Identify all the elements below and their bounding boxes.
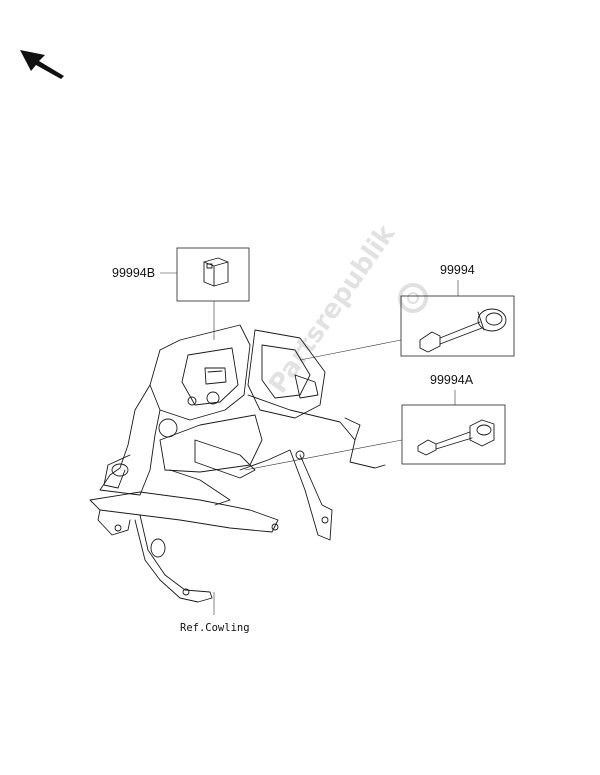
cowling-bracket-drawing bbox=[89, 324, 386, 615]
part-99994-group[interactable]: 99994 bbox=[299, 263, 515, 361]
socket-icon bbox=[419, 308, 507, 353]
part-99994a-box bbox=[401, 404, 506, 465]
part-99994-label: 99994 bbox=[440, 263, 475, 277]
gear-watermark-icon bbox=[398, 283, 428, 313]
part-99994b-box bbox=[176, 247, 250, 302]
relay-icon bbox=[203, 257, 229, 287]
part-99994b-label: 99994B bbox=[112, 266, 155, 280]
part-99994a-group[interactable]: 99994A bbox=[244, 373, 506, 471]
socket-a-icon bbox=[417, 419, 495, 456]
part-99994b-group[interactable]: 99994B bbox=[112, 247, 250, 340]
watermark: Partsrepublik bbox=[263, 219, 402, 399]
watermark-text: Partsrepublik bbox=[263, 219, 402, 399]
part-99994a-label: 99994A bbox=[430, 373, 474, 387]
direction-arrow-icon bbox=[20, 50, 64, 79]
part-99994-box bbox=[400, 295, 515, 357]
ref-cowling-label: Ref.Cowling bbox=[180, 622, 250, 634]
